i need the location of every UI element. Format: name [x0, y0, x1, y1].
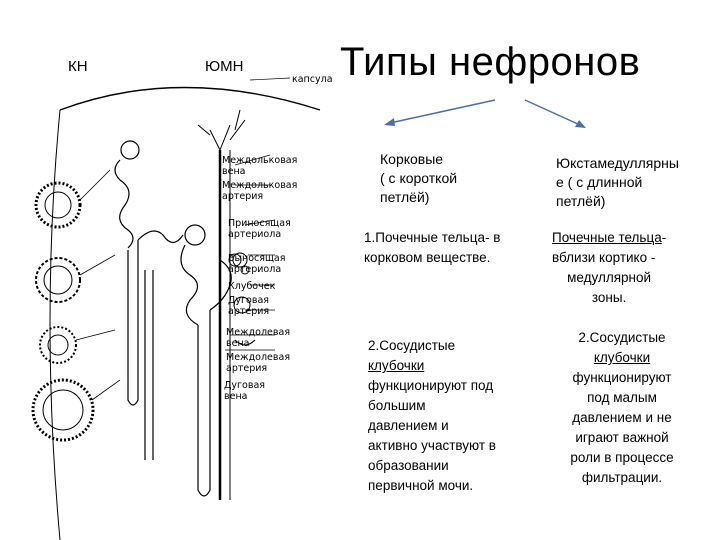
- tubule-sections: [31, 181, 95, 442]
- juxta-point-1-underlined: Почечные тельца: [552, 230, 662, 245]
- section-pointers: [75, 169, 121, 401]
- juxta-point-1: Почечные тельца- вблизи кортико - медулл…: [552, 230, 667, 305]
- label-capsule: капсула: [292, 74, 333, 85]
- nephron-diagram: [31, 77, 321, 540]
- page-title: Типы нефронов: [340, 40, 641, 84]
- label-afferent-arteriole: Приносящая артериола: [228, 218, 291, 240]
- arrow-left: [389, 99, 496, 124]
- juxta-heading: Юкстамедуллярны е ( с длинной петлёй): [556, 155, 679, 209]
- label-kn: КН: [68, 58, 88, 75]
- branch-arrows: [384, 99, 586, 128]
- arrow-left-head: [384, 118, 395, 126]
- label-interlobar-vein: Междолевая вена: [226, 327, 291, 349]
- glomerulus-small: [232, 252, 256, 346]
- kidney-capsule: [59, 86, 321, 111]
- arrow-right-head: [575, 120, 586, 128]
- cortical-point-2: 2.Сосудистые клубочки функционируют под …: [368, 338, 496, 493]
- label-interlobular-vein: Междольковая вена: [222, 155, 298, 177]
- cortical-point-1: 1.Почечные тельца- в корковом веществе.: [364, 230, 501, 265]
- label-glomerulus: Клубочек: [228, 281, 276, 292]
- juxta-point-2: 2.Сосудистые клубочки функционируют под …: [570, 330, 674, 485]
- juxta-nephron: [180, 150, 232, 500]
- arrow-right: [524, 99, 581, 126]
- label-yumn: ЮМН: [205, 58, 244, 75]
- label-arcuate-vein: Дуговая вена: [224, 380, 265, 402]
- vessel-tree: [197, 109, 250, 275]
- label-efferent-arteriole: Выносящая артериола: [228, 253, 286, 275]
- label-arcuate-artery: Дуговая артерия: [228, 295, 270, 317]
- label-pointers: [225, 77, 291, 351]
- cortical-nephron: [114, 140, 184, 460]
- label-interlobular-artery: Междольковая артерия: [222, 180, 298, 202]
- cortical-heading: Корковые ( с короткой петлёй): [380, 151, 458, 205]
- label-interlobar-artery: Междолевая артерия: [226, 352, 291, 374]
